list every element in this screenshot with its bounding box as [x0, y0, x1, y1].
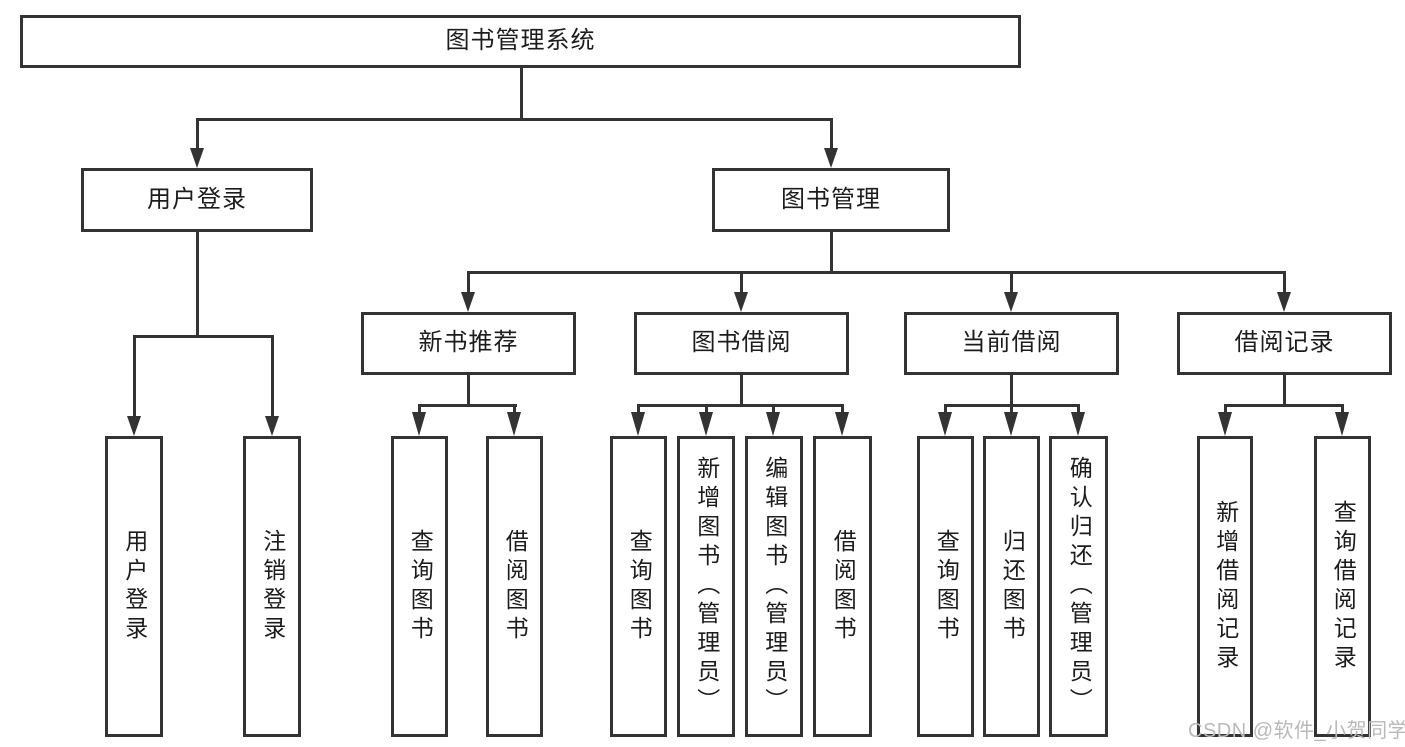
arrow-down-icon	[190, 148, 204, 168]
node-book-management: 图书管理	[712, 168, 950, 232]
leaf-user-login: 用户登录	[105, 436, 163, 737]
node-label: 用户登录	[121, 528, 148, 645]
leaf-return-books: 归还图书	[983, 436, 1040, 737]
leaf-borrow-books: 借阅图书	[813, 436, 872, 737]
connector-line	[1010, 271, 1013, 294]
arrow-down-icon	[1218, 412, 1232, 436]
node-borrow-records: 借阅记录	[1177, 312, 1392, 375]
arrow-down-icon	[1071, 412, 1085, 436]
connector-line	[830, 118, 833, 150]
arrow-down-icon	[1004, 412, 1018, 436]
arrow-down-icon	[824, 148, 838, 168]
node-book-management-system: 图书管理系统	[20, 15, 1021, 68]
connector-line	[637, 404, 844, 407]
connector-line	[467, 271, 470, 294]
node-current-borrow: 当前借阅	[904, 312, 1119, 375]
connector-line	[1010, 404, 1013, 416]
connector-line	[418, 404, 421, 416]
arrow-down-icon	[265, 416, 279, 436]
connector-line	[196, 232, 199, 337]
connector-line	[196, 118, 199, 150]
node-book-borrow: 图书借阅	[634, 312, 849, 375]
connector-line	[1077, 404, 1080, 416]
connector-line	[772, 404, 775, 416]
leaf-query-books: 查询图书	[917, 436, 974, 737]
node-label: 查询图书	[626, 528, 653, 645]
connector-line	[1010, 375, 1013, 406]
connector-line	[1283, 375, 1286, 406]
node-label: 用户登录	[147, 185, 247, 213]
node-user-login: 用户登录	[81, 168, 313, 232]
connector-line	[1283, 271, 1286, 294]
node-label: 图书借阅	[691, 329, 792, 357]
arrow-down-icon	[461, 292, 475, 312]
node-label: 确认归还（管理员）	[1066, 456, 1093, 717]
connector-line	[1341, 404, 1344, 416]
connector-line	[740, 375, 743, 406]
leaf-query-books: 查询图书	[610, 436, 667, 737]
connector-line	[944, 404, 947, 416]
node-label: 归还图书	[999, 528, 1026, 645]
node-label: 借阅记录	[1234, 329, 1335, 357]
node-label: 查询图书	[933, 528, 960, 645]
node-label: 编辑图书（管理员）	[761, 456, 788, 717]
node-label: 新增图书（管理员）	[693, 456, 720, 717]
arrow-down-icon	[631, 412, 645, 436]
node-label: 图书管理	[781, 185, 881, 213]
arrow-down-icon	[1335, 412, 1349, 436]
leaf-add-book-admin: 新增图书（管理员）	[677, 436, 735, 737]
node-label: 图书管理系统	[445, 27, 596, 55]
arrow-down-icon	[1277, 292, 1291, 312]
connector-line	[1224, 404, 1227, 416]
arrow-down-icon	[507, 412, 521, 436]
leaf-confirm-return-admin: 确认归还（管理员）	[1049, 436, 1108, 737]
connector-line	[705, 404, 708, 416]
arrow-down-icon	[766, 412, 780, 436]
arrow-down-icon	[938, 412, 952, 436]
connector-line	[196, 118, 833, 121]
leaf-query-borrow-record: 查询借阅记录	[1314, 436, 1371, 737]
arrow-down-icon	[412, 412, 426, 436]
connector-line	[637, 404, 640, 416]
connector-line	[520, 68, 523, 120]
node-label: 借阅图书	[830, 528, 857, 645]
node-label: 借阅图书	[502, 528, 529, 645]
node-label: 注销登录	[259, 528, 286, 645]
connector-line	[841, 404, 844, 416]
node-label: 当前借阅	[961, 329, 1062, 357]
connector-line	[271, 335, 274, 418]
node-new-book-recommend: 新书推荐	[361, 312, 576, 375]
arrow-down-icon	[699, 412, 713, 436]
node-label: 新书推荐	[418, 329, 519, 357]
connector-line	[418, 404, 517, 407]
leaf-query-books: 查询图书	[391, 436, 448, 737]
connector-line	[1224, 404, 1344, 407]
arrow-down-icon	[734, 292, 748, 312]
node-label: 新增借阅记录	[1212, 499, 1239, 674]
leaf-add-borrow-record: 新增借阅记录	[1197, 436, 1253, 737]
arrow-down-icon	[127, 416, 141, 436]
connector-line	[467, 375, 470, 406]
leaf-edit-book-admin: 编辑图书（管理员）	[745, 436, 803, 737]
leaf-borrow-books: 借阅图书	[486, 436, 543, 737]
connector-line	[830, 232, 833, 273]
node-label: 查询借阅记录	[1330, 499, 1357, 674]
connector-line	[467, 271, 1286, 274]
connector-line	[513, 404, 516, 416]
watermark: CSDN @软件_小贺同学	[1188, 720, 1405, 742]
arrow-down-icon	[1004, 292, 1018, 312]
connector-line	[133, 335, 274, 338]
leaf-logout: 注销登录	[243, 436, 301, 737]
arrow-down-icon	[835, 412, 849, 436]
connector-line	[133, 335, 136, 418]
connector-line	[740, 271, 743, 294]
node-label: 查询图书	[407, 528, 434, 645]
